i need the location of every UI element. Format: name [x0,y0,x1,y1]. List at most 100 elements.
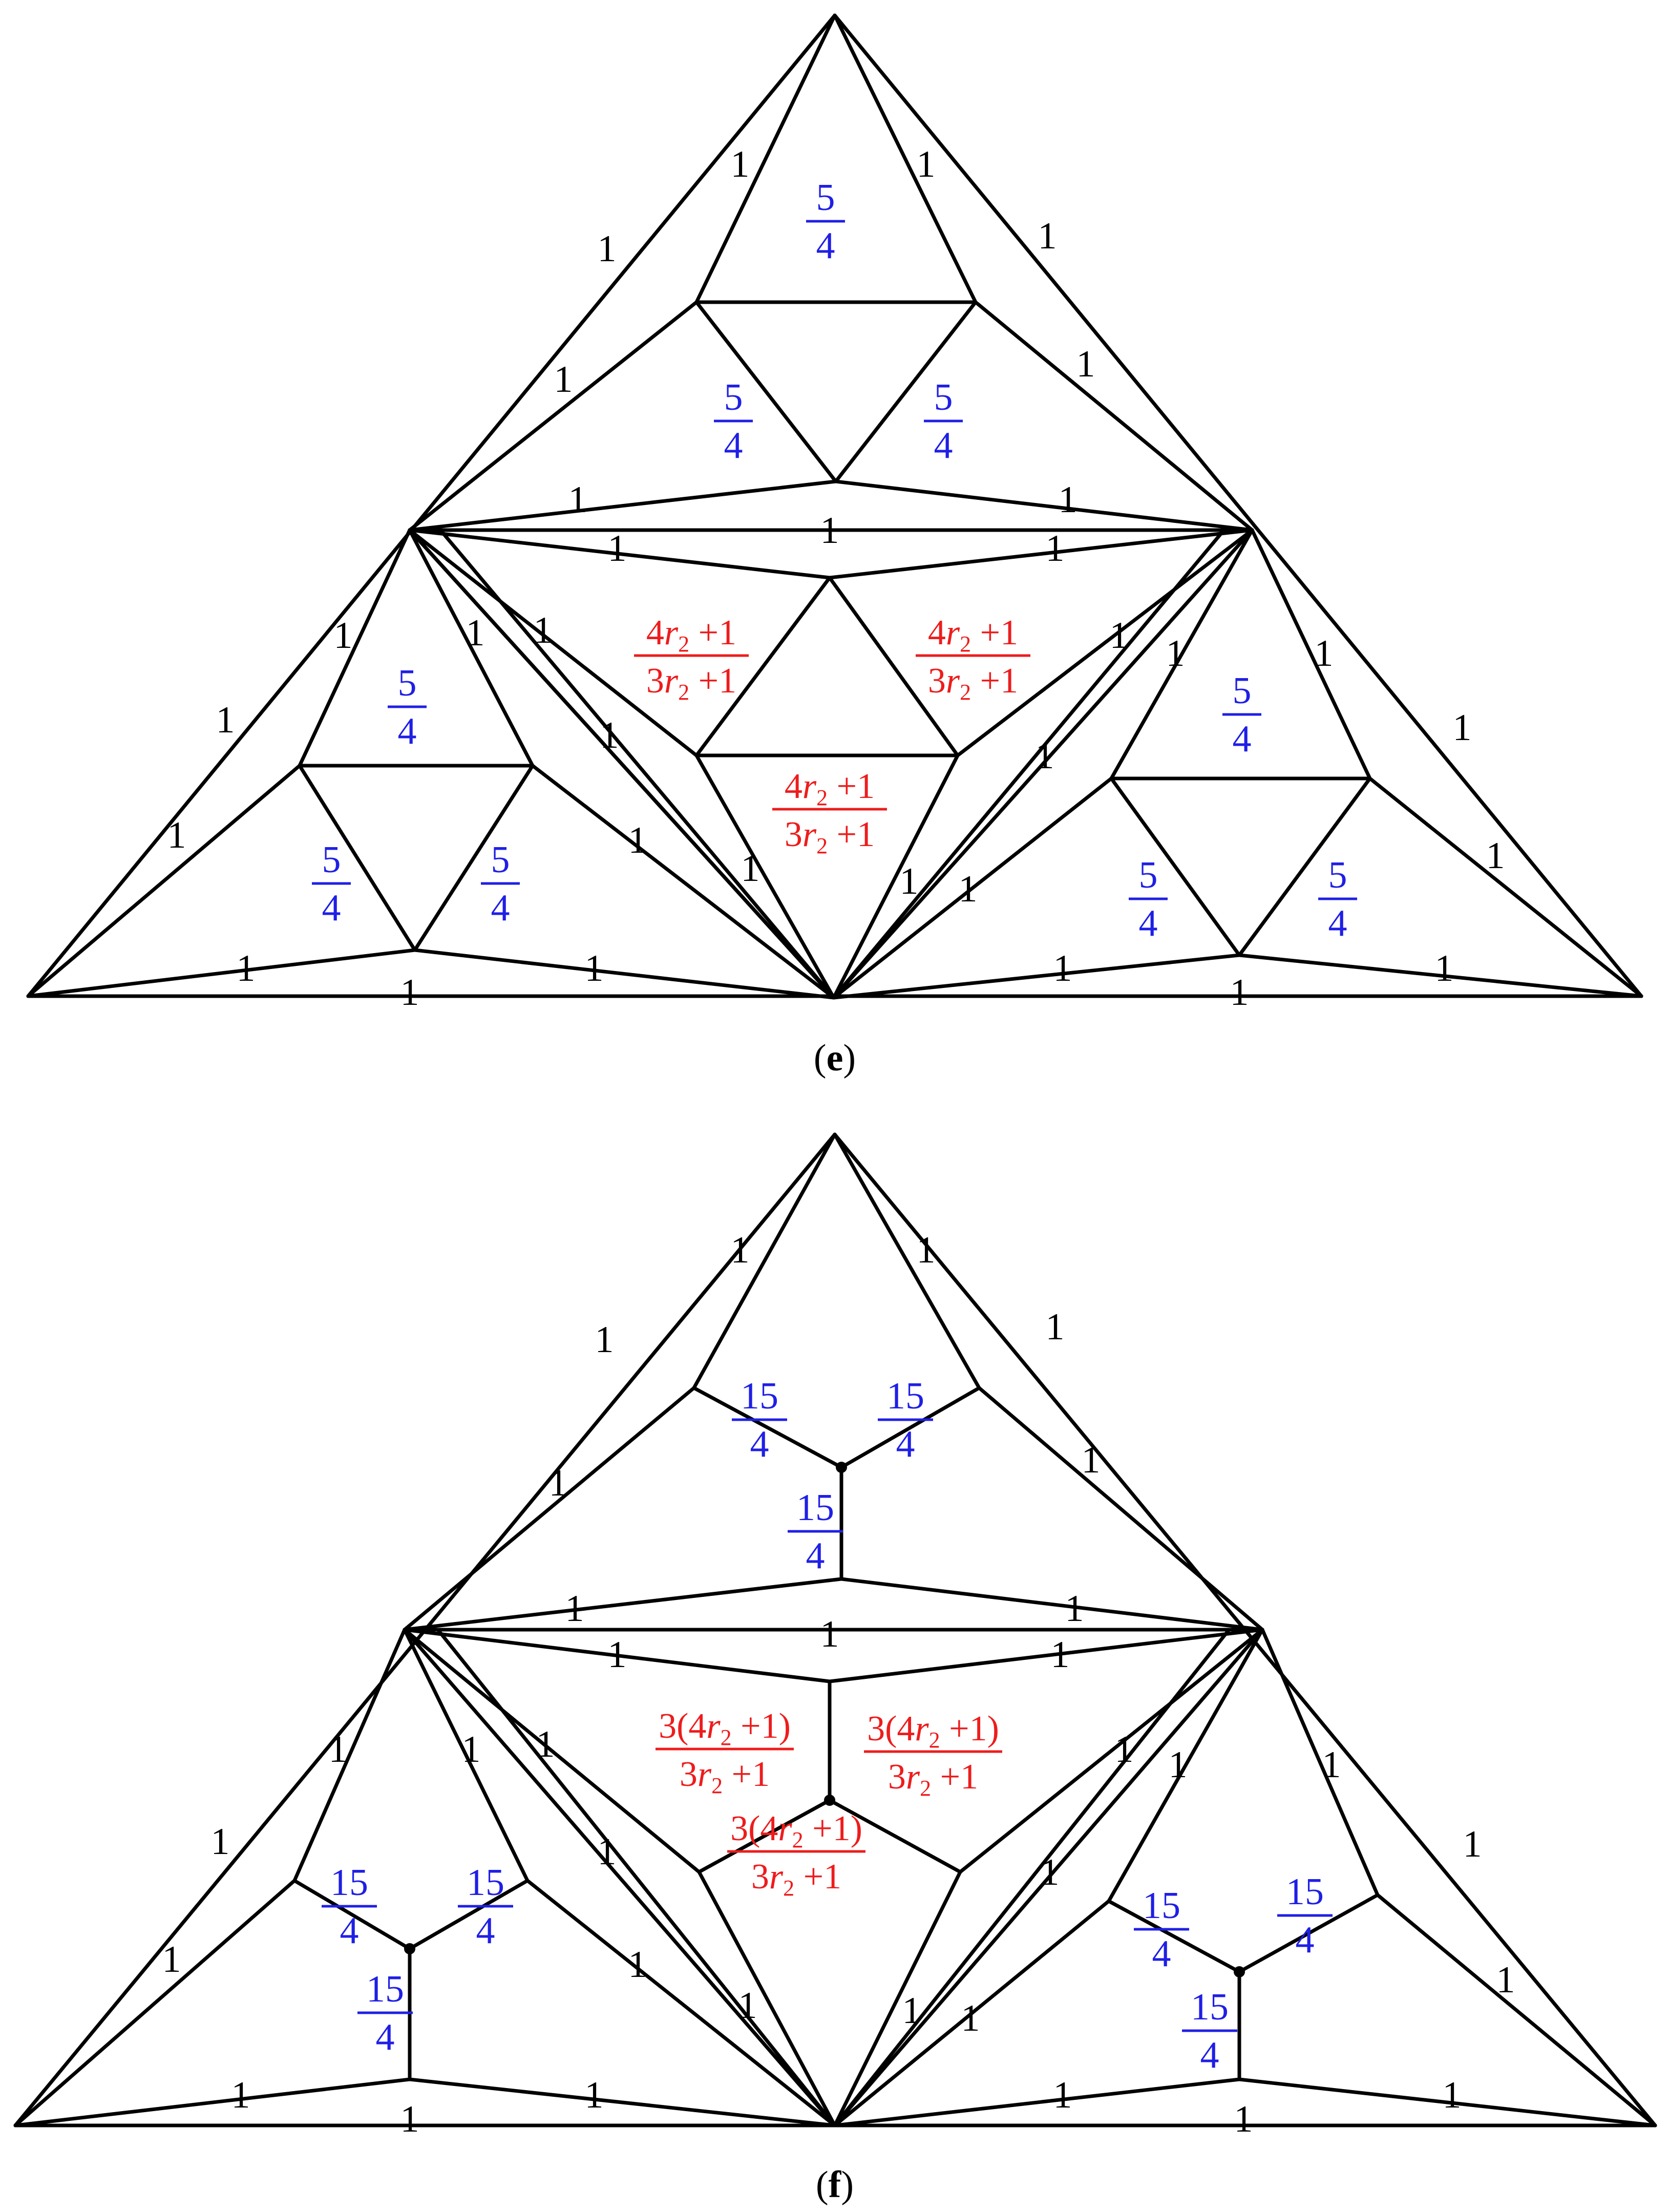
edge [1107,1899,1241,1974]
vertex-dot [1234,1966,1245,1977]
fraction-denominator: 4 [724,425,743,467]
edge [1109,528,1254,781]
edge [403,1628,530,1883]
edge-weight-label: 1 [1038,215,1057,257]
edge [1368,776,1643,998]
face-weight-red-bottom: 3(4r2 +1)3r2 +1 [727,1809,865,1901]
edge-weight-label: 1 [731,1229,750,1271]
edge [403,1628,837,2127]
edge [1107,1628,1264,1903]
edge [828,576,960,757]
edge [408,1879,530,1951]
edge-weight-label: 1 [917,1229,936,1271]
edge-weight-label: 1 [1059,479,1078,521]
face-weight-15-4: 154 [357,1968,413,2058]
edge [436,1628,837,2127]
fraction-denominator: 3r2 +1 [888,1757,978,1801]
edge [408,479,838,532]
edge [298,528,412,768]
edge-weight-label: 1 [554,359,573,401]
edge [292,1628,407,1883]
edge-weight-label: 1 [1065,1588,1084,1630]
face-weight-15-4: 154 [458,1862,513,1952]
fraction-numerator: 15 [1191,1986,1229,2028]
edge [958,1628,1264,1874]
edge-weight-label: 1 [608,528,627,570]
edge-weight-label: 1 [731,143,750,185]
fraction-denominator: 4 [376,2016,395,2058]
fraction-denominator: 4 [1296,1919,1315,1961]
edge [408,528,699,757]
edge-weight-label: 1 [216,699,235,741]
edge [26,764,302,998]
edge-weight-label: 1 [231,2074,250,2116]
face-weight-5-4: 54 [481,839,520,929]
edge [408,300,699,532]
edge [1376,1893,1657,2127]
fraction-numerator: 15 [796,1487,834,1529]
face-weight-5-4: 54 [312,839,351,929]
fraction-denominator: 4 [934,425,953,467]
fraction-numerator: 5 [491,839,510,881]
edge-weight-label: 1 [1046,528,1065,570]
edge [292,1879,412,1951]
edge-weight-label: 1 [1036,735,1054,777]
edge [1260,1628,1380,1897]
edge-weight-label: 1 [1315,633,1334,675]
fraction-denominator: 4 [806,1535,825,1577]
face-weight-5-4: 54 [1318,854,1357,944]
edge-weight-label: 1 [1051,1634,1070,1676]
edge [697,1798,832,1874]
edge-weight-label: 1 [400,972,419,1014]
edge [834,300,978,483]
fraction-denominator: 4 [491,887,510,929]
edge [1237,1893,1380,1974]
fraction-numerator: 5 [322,839,341,881]
edge [828,1628,1264,1683]
fraction-denominator: 4 [816,225,835,267]
edge-weight-label: 1 [237,947,256,989]
edge [839,1386,981,1469]
edge-weight-label: 1 [608,1634,627,1676]
edge [694,13,837,304]
fraction-denominator: 4 [1152,1933,1171,1975]
fraction-denominator: 3r2 +1 [785,815,875,858]
edge [956,528,1254,757]
edge-weight-label: 1 [1230,972,1249,1014]
edge [1237,2077,1657,2127]
fraction-numerator: 15 [366,1968,404,2010]
fraction-numerator: 15 [741,1375,778,1417]
fraction-denominator: 4 [1200,2034,1219,2076]
edge-weight-label: 1 [534,609,553,651]
edge-weight-label: 1 [585,2074,604,2116]
fraction-denominator: 3r2 +1 [646,661,736,705]
edge [403,1386,696,1632]
edge-weight-label: 1 [1053,947,1072,989]
edge-weight-label: 1 [585,947,604,989]
fraction-denominator: 4 [1233,718,1252,760]
fraction-denominator: 4 [322,887,341,929]
edge [26,948,417,998]
edge [828,528,1254,580]
edge-weight-label: 1 [1234,2098,1253,2140]
edge-weight-label: 1 [598,228,617,270]
edge [413,764,535,952]
edge-weight-label: 1 [536,1723,555,1765]
fraction-numerator: 4r2 +1 [928,613,1018,657]
edge [977,1386,1264,1632]
edge-weight-label: 1 [820,1613,839,1655]
edge [694,300,838,483]
edge-weight-label: 1 [1076,343,1095,385]
face-weight-15-4: 154 [732,1375,787,1465]
edge-weight-label: 1 [334,615,353,657]
fraction-denominator: 4 [1139,902,1158,944]
edge [833,1899,1111,2127]
edge-weight-label: 1 [466,612,485,654]
fraction-numerator: 15 [886,1375,924,1417]
edge-weight-label: 1 [900,860,919,902]
edge [832,953,1241,1000]
edge [839,1577,1264,1632]
